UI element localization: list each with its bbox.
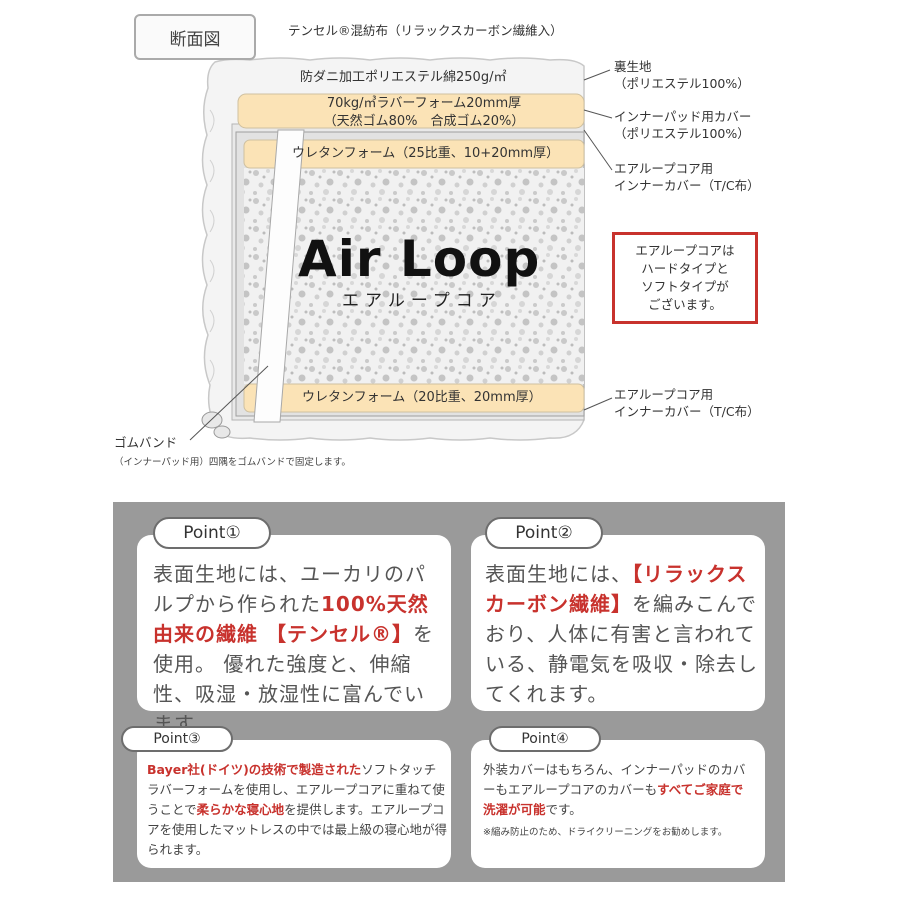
point-2-text-2: を編みこんでおり、人体に有害と言われている、静電気を吸収・除去してくれます。: [485, 592, 758, 706]
fabric-label: テンセル®混紡布（リラックスカーボン繊維入）: [288, 23, 563, 38]
point-4-text-1: 外装カバーはもちろん、インナーパッドのカバーもエアループコアのカバーも: [483, 762, 746, 797]
feature-points-panel: 表面生地には、ユーカリのパルプから作られた100%天然由来の繊維 【テンセル®】…: [113, 502, 785, 882]
point-4-note: ※縮み防止のため、ドライクリーニングをお勧めします。: [483, 827, 728, 838]
point-3-text-2: を提供します。エアループコアを使用したマットレスの中では最上級の寝心地が得られま…: [147, 802, 448, 857]
cross-section-diagram: 断面図 テンセル®混紡布（リラックスカーボン繊維入） 防ダニ加工ポリエステル綿2…: [114, 14, 760, 468]
point-3-text-1: ソフトタッチラバーフォームを使用し、エアループコアに重ねて使うことで: [147, 762, 445, 817]
point-2-label: Point②: [485, 517, 603, 549]
notice-line: ハードタイプと: [641, 261, 729, 276]
point-2-card: 表面生地には、【リラックスカーボン繊維】を編みこんでおり、人体に有害と言われてい…: [471, 535, 765, 711]
right-label-line: インナーカバー（T/C布）: [614, 178, 760, 193]
rubber-foam-line2: （天然ゴム80% 合成ゴム20%）: [323, 114, 525, 129]
air-loop-logo-sub: エアループコア: [342, 291, 502, 311]
right-label-line: インナーパッド用カバー: [614, 109, 752, 124]
urethan-bottom-label: ウレタンフォーム（20比重、20mm厚）: [302, 390, 542, 405]
point-4-label: Point④: [489, 726, 601, 752]
rubber-foam-label: 70kg/㎥ラバーフォーム20mm厚 （天然ゴム80% 合成ゴム20%）: [304, 95, 544, 131]
right-label-line: （ポリエステル100%）: [614, 126, 750, 141]
point-1-text: 表面生地には、ユーカリのパルプから作られた100%天然由来の繊維 【テンセル®】…: [153, 559, 443, 739]
point-3-card: Bayer社(ドイツ)の技術で製造されたソフトタッチラバーフォームを使用し、エア…: [137, 740, 451, 868]
rubber-band-note: （インナーパッド用）四隅をゴムバンドで固定します。: [114, 457, 351, 468]
point-4-card: 外装カバーはもちろん、インナーパッドのカバーもエアループコアのカバーもすべてご家…: [471, 740, 765, 868]
right-label-line: （ポリエステル100%）: [614, 76, 750, 91]
right-label-core-cover-bottom: エアループコア用 インナーカバー（T/C布）: [614, 386, 760, 420]
urethan-top-label: ウレタンフォーム（25比重、10+20mm厚）: [292, 146, 560, 161]
point-2-text-1: 表面生地には、: [485, 562, 632, 586]
point-1-text-2: を使用。 優れた強度と、伸縮性、吸湿・放湿性に富んでいます。: [153, 622, 434, 736]
notice-line: ございます。: [648, 297, 722, 312]
point-4-text: 外装カバーはもちろん、インナーパッドのカバーもエアループコアのカバーもすべてご家…: [483, 760, 755, 820]
polyester-layer-label: 防ダニ加工ポリエステル綿250g/㎡: [300, 70, 507, 85]
core-type-notice: エアループコアは ハードタイプと ソフトタイプが ございます。: [612, 232, 758, 324]
point-1-label: Point①: [153, 517, 271, 549]
air-loop-logo: Air Loop: [298, 230, 541, 288]
point-1-highlight: 100%天然由来の繊維 【テンセル®】: [153, 592, 429, 646]
point-2-text: 表面生地には、【リラックスカーボン繊維】を編みこんでおり、人体に有害と言われてい…: [485, 559, 759, 709]
point-3-highlight-1: Bayer社(ドイツ)の技術で製造された: [147, 762, 362, 777]
point-1-card: 表面生地には、ユーカリのパルプから作られた100%天然由来の繊維 【テンセル®】…: [137, 535, 451, 736]
right-label-line: エアループコア用: [614, 387, 714, 402]
right-label-line: エアループコア用: [614, 161, 714, 176]
diagram-title: 断面図: [134, 14, 256, 60]
rubber-band-label: ゴムバンド: [114, 435, 178, 450]
right-label-back-fabric: 裏生地 （ポリエステル100%）: [614, 58, 750, 92]
point-2-highlight: 【リラックスカーボン繊維】: [485, 562, 748, 616]
mattress-illustration: [189, 57, 613, 441]
point-3-text: Bayer社(ドイツ)の技術で製造されたソフトタッチラバーフォームを使用し、エア…: [147, 760, 447, 860]
point-3-label: Point③: [121, 726, 233, 752]
right-label-line: インナーカバー（T/C布）: [614, 404, 760, 419]
right-label-pad-cover: インナーパッド用カバー （ポリエステル100%）: [614, 108, 751, 142]
notice-line: ソフトタイプが: [641, 279, 729, 294]
notice-line: エアループコアは: [635, 243, 735, 258]
right-label-core-cover-top: エアループコア用 インナーカバー（T/C布）: [614, 160, 760, 194]
point-4-text-2: です。: [545, 802, 582, 817]
point-1-text-1: 表面生地には、ユーカリのパルプから作られた: [153, 562, 426, 616]
right-label-line: 裏生地: [614, 59, 652, 74]
point-3-highlight-2: 柔らかな寝心地: [196, 802, 285, 817]
point-4-highlight: すべてご家庭で洗濯が可能: [483, 782, 744, 817]
rubber-foam-line1: 70kg/㎥ラバーフォーム20mm厚: [326, 96, 522, 111]
